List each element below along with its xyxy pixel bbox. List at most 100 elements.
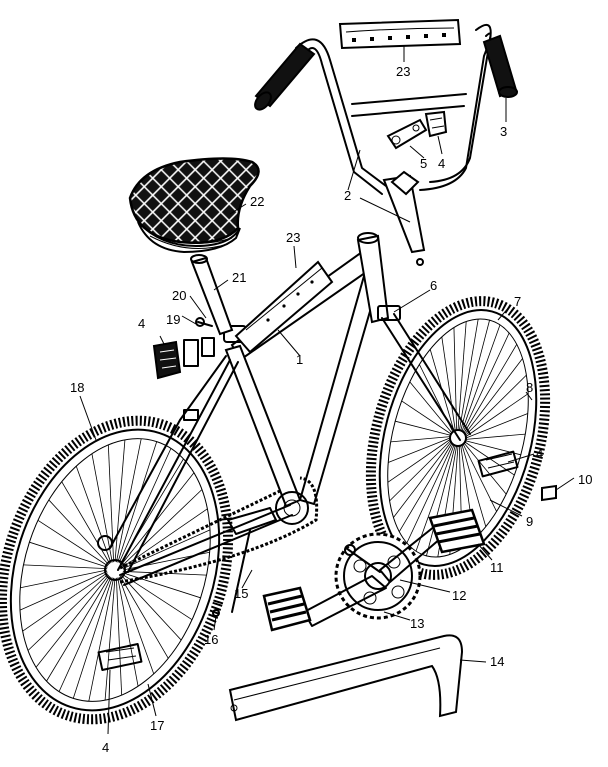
spoke [465,413,528,439]
leader-6 [393,289,431,313]
callout-19: 19 [166,312,180,327]
spoke [463,442,507,495]
leader-20 [189,295,207,319]
leader-8 [525,391,533,401]
spoke [88,577,114,702]
leader-lines [79,46,575,735]
leader-4a [437,135,443,155]
leader-19 [181,315,197,325]
callout-20: 20 [172,288,186,303]
callout-6: 6 [430,278,437,293]
front-wheel [365,296,551,580]
seat-clamp-parts [183,337,215,367]
seat-bolt [195,317,213,327]
rear-reflector [152,340,182,380]
callout-12: 12 [452,588,466,603]
spoke [72,577,113,699]
callout-8: 8 [526,380,533,395]
spoke [393,441,452,518]
callout-3: 3 [500,124,507,139]
leader-2a [347,149,361,191]
handlebar [254,23,518,266]
spoke [460,320,490,431]
spoke [426,445,456,556]
chain-guard-hole [230,704,238,712]
callout-4-seat: 4 [138,316,145,331]
sprocket-hole-3 [363,591,377,605]
front-tire-tread [365,296,551,580]
sprocket-teeth [334,532,422,620]
bottom-bracket-cup [283,499,301,517]
spoke [115,577,123,696]
leader-13 [383,611,411,621]
spoke [390,436,451,443]
spoke [462,443,497,512]
chain-guard [228,634,464,722]
spoke [122,572,201,599]
callout-5: 5 [420,156,427,171]
leader-4c [507,453,535,463]
right-grip-end [498,86,518,98]
spoke [29,541,108,568]
rear-tire [9,428,221,712]
leader-7 [497,305,511,321]
spoke [117,577,139,687]
callout-4-handlebar: 4 [438,156,445,171]
callout-21: 21 [232,270,246,285]
callout-7: 7 [514,294,521,309]
saddle-skirt-lines [145,229,233,249]
spoke [22,572,108,632]
spoke [37,519,109,567]
left-pedal [262,586,312,632]
fork-crown [377,305,401,321]
rear-hub [104,559,126,581]
spoke [120,472,195,566]
spoke [389,440,451,502]
spoke [75,466,112,564]
leader-17 [147,683,157,717]
crank-spindle [345,547,381,573]
sprocket [343,541,413,611]
spoke [463,344,518,434]
spoke [120,574,182,641]
callout-9: 9 [526,514,533,529]
spoke [19,571,108,611]
stem-bolt [416,258,424,266]
top-tube-pad [234,260,334,354]
spoke [461,444,487,527]
spoke [457,321,467,431]
sprocket-hole-2 [387,555,401,569]
head-tube [356,234,390,324]
bottom-bracket [275,491,309,525]
spoke [116,438,142,563]
right-pedal [428,508,486,554]
spoke [465,374,527,436]
handlebar-right-rise [429,23,492,183]
front-spokes [387,318,529,558]
handlebar-pad [338,18,462,50]
seat-tube [224,344,302,508]
spoke [27,573,109,651]
spoke [23,564,108,570]
seat-stay-left [109,355,227,549]
fork [377,305,471,441]
callout-23-handlebar: 23 [396,64,410,79]
callout-1: 1 [296,352,303,367]
spoke [395,420,451,436]
leader-15 [241,569,253,589]
spoke [459,318,479,431]
handlebar-left-rise-inner [305,47,383,195]
left-grip-end [254,91,272,111]
reflector-bracket [386,118,428,150]
spoke [91,453,113,563]
leader-18 [79,395,97,441]
spoke [406,443,454,544]
spoke [20,569,108,589]
chain-stay [119,504,291,576]
leader-4d [107,669,111,735]
leader-9 [489,499,523,517]
spoke [401,400,452,435]
spoke [119,575,169,659]
spoke [104,577,116,701]
sprocket-center [364,562,392,590]
